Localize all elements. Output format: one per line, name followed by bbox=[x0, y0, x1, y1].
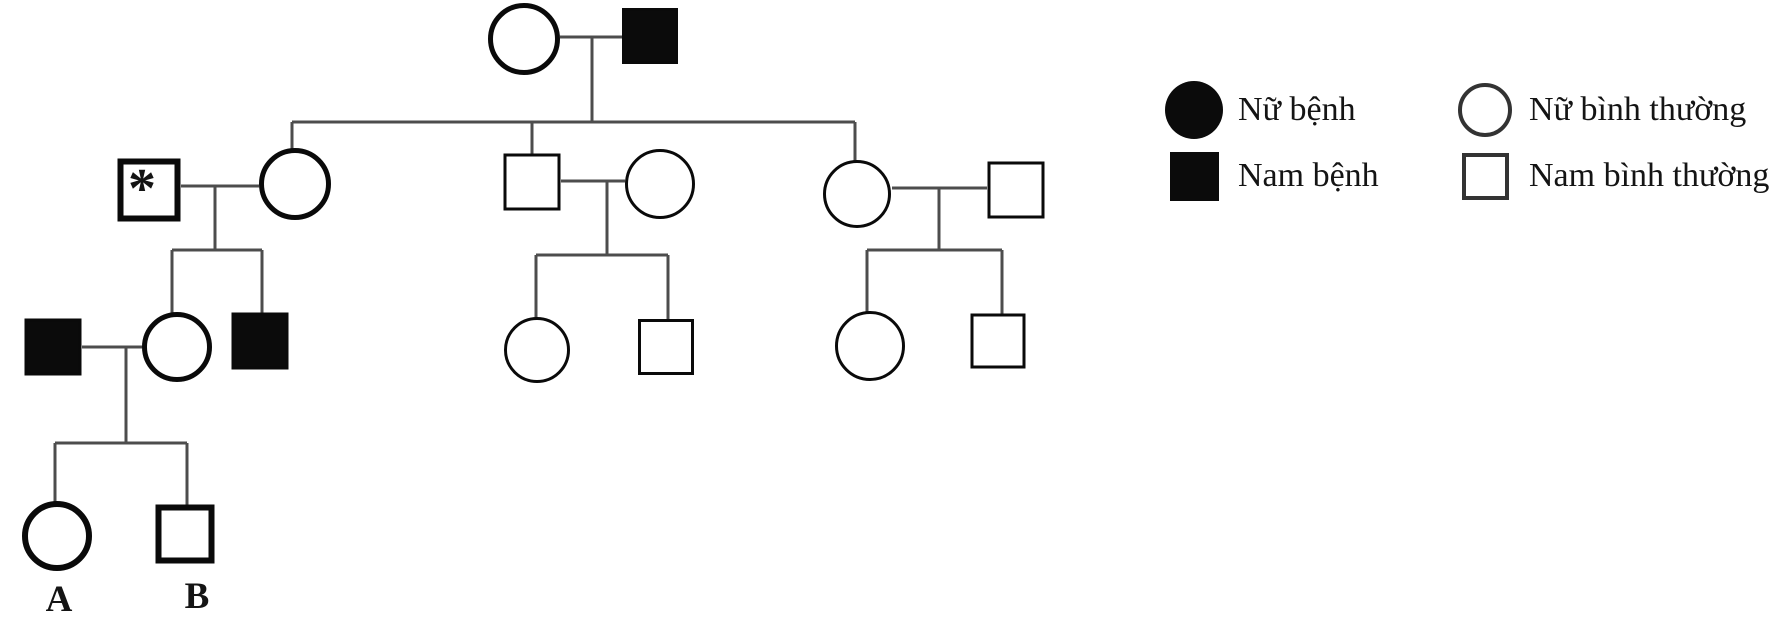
legend-label-normal-female: Nữ bình thường bbox=[1529, 91, 1747, 128]
gen3-son1-affected-male bbox=[231, 312, 289, 370]
legend-label-affected-female: Nữ bệnh bbox=[1238, 91, 1356, 128]
normal-male-symbol bbox=[1455, 152, 1515, 200]
filled-square-icon bbox=[1169, 151, 1219, 201]
affected-female-symbol bbox=[1164, 81, 1224, 139]
legend-item-normal-female: Nữ bình thường bbox=[1455, 83, 1769, 137]
normal-female-symbol bbox=[1455, 83, 1515, 137]
gen3-son3-normal-male bbox=[970, 313, 1026, 369]
gen4-son-B-normal-male bbox=[155, 504, 215, 564]
filled-circle-icon bbox=[1165, 81, 1223, 139]
asterisk-mark: * bbox=[128, 158, 156, 220]
empty-square-icon bbox=[1461, 152, 1509, 200]
label-B: B bbox=[185, 576, 210, 617]
gen2-wife2-normal-female bbox=[625, 149, 695, 219]
gen2-daughter1-normal-female bbox=[259, 148, 331, 220]
gen2-son2-normal-male bbox=[503, 153, 561, 211]
legend-label-affected-male: Nam bệnh bbox=[1238, 157, 1379, 194]
gen2-husband1-starred-male bbox=[117, 158, 181, 222]
gen3-husband1-affected-male bbox=[24, 318, 82, 376]
empty-circle-icon bbox=[1458, 83, 1512, 137]
gen4-daughter-A-normal-female bbox=[22, 501, 92, 571]
gen3-daughter3-normal-female bbox=[835, 311, 905, 381]
legend-item-affected-male: Nam bệnh bbox=[1164, 151, 1455, 201]
legend: Nữ bệnh Nam bệnh Nữ bình thường Nam bình… bbox=[1164, 77, 1769, 209]
gen2-husband3-normal-male bbox=[987, 161, 1045, 219]
gen2-daughter3-normal-female bbox=[823, 160, 891, 228]
label-A: A bbox=[46, 579, 73, 620]
gen3-son2-normal-male bbox=[638, 319, 694, 375]
legend-item-normal-male: Nam bình thường bbox=[1455, 152, 1770, 200]
affected-male-symbol bbox=[1164, 151, 1224, 201]
gen3-daughter2-normal-female bbox=[504, 317, 570, 383]
legend-item-affected-female: Nữ bệnh bbox=[1164, 81, 1455, 139]
gen1-grandfather-affected-male bbox=[622, 8, 678, 64]
gen1-grandmother-normal-female bbox=[488, 3, 560, 75]
legend-label-normal-male: Nam bình thường bbox=[1529, 157, 1770, 194]
gen3-daughter1-normal-female bbox=[142, 312, 212, 382]
